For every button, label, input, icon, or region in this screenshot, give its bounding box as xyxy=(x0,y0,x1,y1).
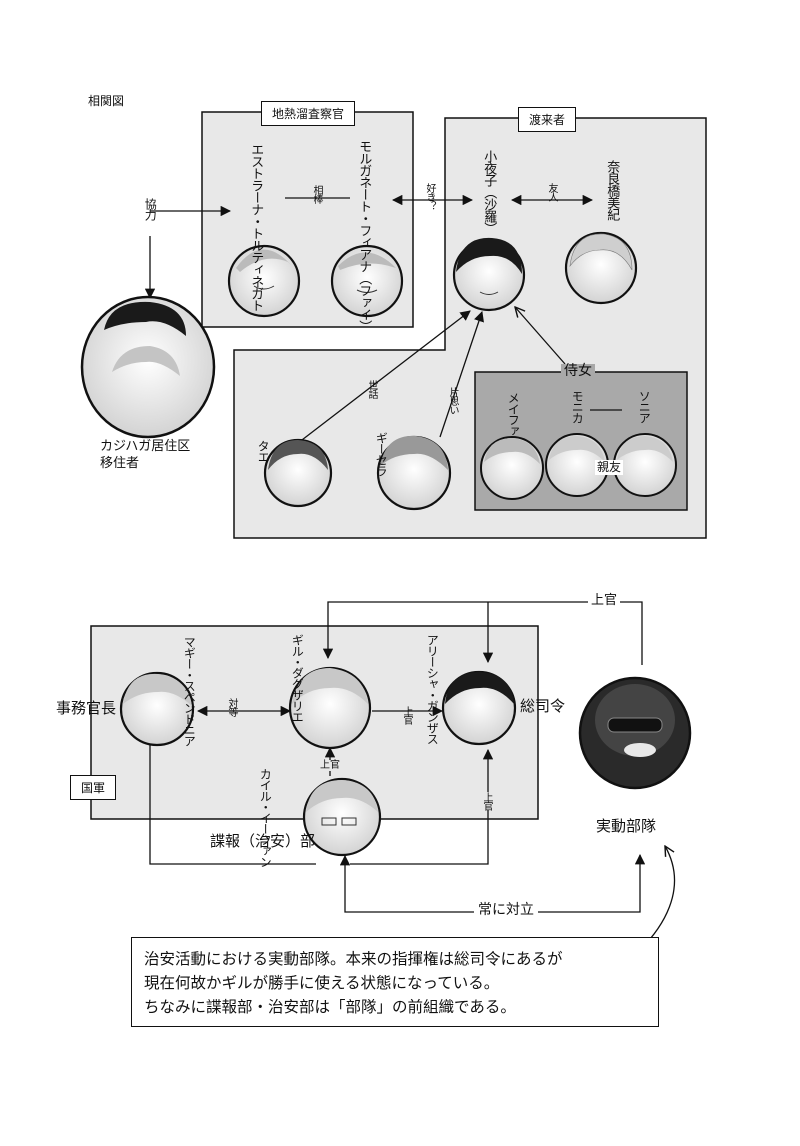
portrait-tae xyxy=(263,438,333,508)
arrow-note-curve xyxy=(639,846,676,951)
note-line-3: ちなみに諜報部・治安部は「部隊」の前組織である。 xyxy=(144,998,516,1016)
name-sayako: 小夜子（沙羅） xyxy=(481,150,497,234)
line-left-loop xyxy=(149,742,316,865)
name-tae: タエ xyxy=(256,440,271,462)
rel-sewa: 世話 xyxy=(366,380,377,398)
name-sonia: ソニア xyxy=(637,390,652,423)
portrait-gisera xyxy=(376,435,452,511)
portrait-sonia xyxy=(613,433,677,497)
portrait-morgana xyxy=(330,244,404,318)
portrait-maggie xyxy=(119,671,195,747)
portrait-jitsudo xyxy=(578,676,692,790)
arrow-jijo xyxy=(515,307,566,365)
portrait-narahashi xyxy=(564,231,638,305)
note-line-2: 現在何故かギルが勝手に使える状態になっている。 xyxy=(144,974,500,992)
portrait-alicia xyxy=(441,670,517,746)
name-estrana: エストラーナ・トルティネガト xyxy=(248,143,264,311)
name-narahashi: 奈良橋美紀 xyxy=(604,160,620,220)
name-gil: ギル・ダグザリエ xyxy=(290,634,305,722)
name-kyle: カイル・イーファン xyxy=(258,768,273,867)
tag-chinetsu: 地熱溜査察官 xyxy=(261,101,356,126)
note-line-1: 治安活動における実動部隊。本来の指揮権は総司令にあるが xyxy=(144,950,563,968)
portrait-estrana xyxy=(227,244,301,318)
name-kajihaga-2: 移住者 xyxy=(100,456,140,471)
role-jitsudo: 実動部隊 xyxy=(596,817,657,835)
rel-suki: 好き？ xyxy=(424,183,435,210)
name-alicia: アリーシャ・ガンザス xyxy=(425,634,440,744)
name-gisera: ギーセラ xyxy=(374,432,389,476)
role-chohobu: 諜報（治安）部 xyxy=(210,832,316,850)
role-jimukancho: 事務官長 xyxy=(56,699,117,717)
rel-kataomoi: 片思い xyxy=(447,387,458,414)
rel-taito: 対等 xyxy=(226,698,237,716)
arrow-sewa xyxy=(297,310,471,444)
name-monika: モニカ xyxy=(570,390,585,423)
portrait-meifa xyxy=(480,436,544,500)
rel-shinyu: 親友 xyxy=(595,460,624,476)
tag-kokugun: 国軍 xyxy=(70,775,117,800)
portrait-monika xyxy=(545,433,609,497)
note-box: 治安活動における実動部隊。本来の指揮権は総司令にあるが 現在何故かギルが勝手に使… xyxy=(131,937,659,1027)
tag-toraisha: 渡来者 xyxy=(518,107,577,132)
rel-jokan-mid: 上官 xyxy=(401,706,412,724)
name-kajihaga-1: カジハガ居住区 xyxy=(100,439,191,454)
portrait-gil xyxy=(288,666,372,750)
page-title: 相関図 xyxy=(88,94,125,108)
portrait-kajihaga xyxy=(80,295,216,439)
rel-kyoryoku: 協力 xyxy=(143,198,158,220)
name-maggie: マギー・スペンドニア xyxy=(182,636,197,746)
rel-tairitsu: 常に対立 xyxy=(474,902,538,919)
rel-jokan-kyle: 上官 xyxy=(318,760,342,771)
rel-jokan-right: 上官 xyxy=(481,792,492,810)
name-meifa: メイファ xyxy=(506,392,521,436)
name-morgana: モルガネート・フィアナ（ファイ） xyxy=(356,140,372,332)
rel-yujin: 友人 xyxy=(546,183,557,201)
rel-jokan-top: 上官 xyxy=(588,593,621,609)
portrait-sayako xyxy=(452,237,526,312)
rel-aibou: 相棒 xyxy=(311,185,322,203)
arrow-kataomoi xyxy=(439,311,484,438)
tag-jijo: 侍女 xyxy=(561,363,595,380)
arrow-jokan-top xyxy=(322,601,643,665)
portrait-kyle xyxy=(302,777,382,857)
role-soshirei: 総司令 xyxy=(520,697,566,715)
